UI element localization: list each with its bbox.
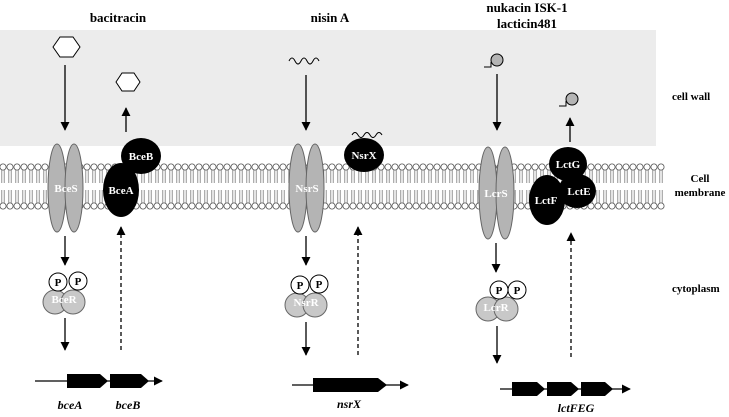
bceS-kinase [47, 143, 84, 233]
nsrX-gene-arrow [313, 378, 387, 392]
lantibiotic-peptide-icon [484, 53, 504, 68]
bceR-regulator [42, 271, 88, 315]
lctG-gene-arrow [581, 382, 613, 396]
bceS-label: BceS [54, 183, 77, 195]
lctE-label: LctE [567, 186, 590, 198]
lcrS-label: LcrS [484, 188, 507, 200]
cell-wall-band [0, 30, 656, 146]
nsrS-label: NsrS [295, 183, 318, 195]
nsrS-kinase [288, 143, 325, 233]
gene-bceB-label: bceB [116, 398, 141, 412]
title-bacitracin: bacitracin [90, 10, 147, 25]
nsrR-label: NsrR [293, 297, 319, 309]
lctF-transporter [529, 175, 565, 225]
bceB-label: BceB [129, 151, 154, 163]
bacitracin-released-hexagon-icon [115, 72, 141, 92]
nsrX-protein [344, 138, 384, 172]
gene-nsrX-label: nsrX [337, 397, 362, 411]
gene-bceA-label: bceA [58, 398, 83, 412]
lctE-gene-arrow [547, 382, 579, 396]
label-cell-membrane-1: Cell [691, 173, 710, 185]
nisin-peptide-icon [288, 57, 320, 65]
lcrR-phospho-1: P [496, 285, 503, 297]
bceA-label: BceA [108, 185, 133, 197]
lctF-label: LctF [535, 195, 558, 207]
lcrR-phospho-2: P [514, 285, 521, 297]
nsrX-peptide-icon [351, 132, 383, 138]
bceB-gene-arrow [110, 374, 149, 388]
title-nisin: nisin A [311, 10, 350, 25]
lctE-transporter [558, 174, 596, 208]
nsrX-label: NsrX [351, 150, 376, 162]
lctG-transporter [549, 147, 587, 181]
label-cell-wall: cell wall [672, 91, 710, 103]
nsrR-regulator [284, 274, 329, 318]
bceB-transporter [121, 138, 161, 174]
nsrR-phospho-2: P [316, 279, 323, 291]
lctF-gene-arrow [512, 382, 545, 396]
label-cell-membrane-2: membrane [675, 187, 726, 199]
lcrR-regulator [475, 280, 527, 322]
bceR-label: BceR [51, 294, 77, 306]
bceA-transporter [103, 163, 139, 217]
title-lacticin: lacticin481 [497, 16, 557, 31]
gene-lctFEG-label: lctFEG [558, 401, 595, 415]
lcrR-label: LcrR [483, 302, 509, 314]
nsrR-phospho-1: P [297, 280, 304, 292]
lantibiotic-released-icon [559, 92, 579, 107]
bceA-gene-arrow [67, 374, 108, 388]
title-nukacin: nukacin ISK-1 [486, 0, 567, 15]
lcrS-kinase [478, 146, 515, 240]
lctG-label: LctG [556, 159, 581, 171]
label-cytoplasm: cytoplasm [672, 283, 720, 295]
bceR-phospho-2: P [75, 276, 82, 288]
bacitracin-hexagon-icon [52, 36, 81, 58]
bceR-phospho-1: P [55, 277, 62, 289]
